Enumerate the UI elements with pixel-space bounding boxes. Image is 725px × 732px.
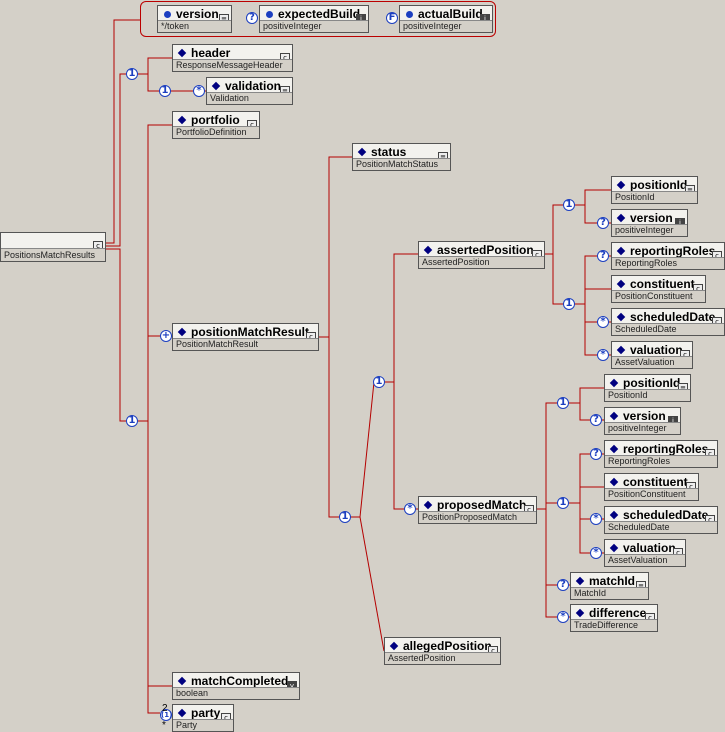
element-positionMatchResult[interactable]: positionMatchResult c PositionMatchResul… (172, 323, 319, 351)
optional-compositor[interactable]: ? (246, 12, 258, 24)
attr-expectedBuild-name: expectedBuild (278, 7, 361, 21)
element-icon (177, 677, 187, 686)
element-icon (423, 501, 433, 510)
repeat-compositor[interactable]: * (590, 547, 602, 559)
attr-actualBuild-type: positiveInteger (400, 20, 492, 32)
repeat-compositor[interactable]: * (404, 503, 416, 515)
element-icon (616, 313, 626, 322)
sequence-compositor[interactable]: 1 (126, 68, 138, 80)
attr-actualBuild-name: actualBuild (418, 7, 483, 21)
sequence-compositor[interactable]: 1 (126, 415, 138, 427)
element-proposedMatch[interactable]: proposedMatch c PositionProposedMatch (418, 496, 537, 524)
element-matchCompleted[interactable]: matchCompleted y boolean (172, 672, 300, 700)
sequence-compositor[interactable]: 1 (557, 497, 569, 509)
element-ap-scheduledDate[interactable]: scheduledDate c ScheduledDate (611, 308, 725, 336)
element-icon (609, 379, 619, 388)
element-icon (616, 346, 626, 355)
element-icon (609, 445, 619, 454)
attr-expectedBuild[interactable]: expectedBuild i positiveInteger (259, 5, 369, 33)
fixed-compositor[interactable]: F (386, 12, 398, 24)
element-allegedPosition[interactable]: allegedPosition c AssertedPosition (384, 637, 501, 665)
element-icon (609, 412, 619, 421)
element-portfolio[interactable]: portfolio c PortfolioDefinition (172, 111, 260, 139)
attribute-icon (164, 10, 171, 18)
repeat-compositor[interactable]: * (597, 316, 609, 328)
element-icon (616, 181, 626, 190)
element-icon (609, 511, 619, 520)
element-ap-constituent[interactable]: constituent c PositionConstituent (611, 275, 706, 303)
root-element[interactable]: c PositionsMatchResults (0, 232, 106, 262)
attr-version-type: */token (158, 20, 231, 32)
root-element-name: PositionsMatchResults (1, 248, 105, 261)
element-icon (616, 280, 626, 289)
element-pm-difference[interactable]: difference c TradeDifference (570, 604, 658, 632)
element-pm-reportingRoles[interactable]: reportingRoles c ReportingRoles (604, 440, 718, 468)
sequence-compositor[interactable]: 1 (557, 397, 569, 409)
element-icon (616, 247, 626, 256)
optional-compositor[interactable]: ? (597, 217, 609, 229)
element-icon (389, 642, 399, 651)
sequence-compositor[interactable]: 1 (563, 298, 575, 310)
element-icon (357, 148, 367, 157)
attr-version-name: version (176, 7, 219, 21)
plus-compositor[interactable]: + (160, 330, 172, 342)
element-status[interactable]: status ≡ PositionMatchStatus (352, 143, 451, 171)
element-icon (423, 246, 433, 255)
element-ap-reportingRoles[interactable]: reportingRoles c ReportingRoles (611, 242, 725, 270)
element-validation[interactable]: validation ≡ Validation (206, 77, 293, 105)
element-party[interactable]: party c Party (172, 704, 234, 732)
element-ap-positionId[interactable]: positionId ≡ PositionId (611, 176, 698, 204)
element-assertedPosition[interactable]: assertedPosition c AssertedPosition (418, 241, 545, 269)
element-pm-positionId[interactable]: positionId ≡ PositionId (604, 374, 691, 402)
element-icon (211, 82, 221, 91)
sequence-compositor[interactable]: 1 (339, 511, 351, 523)
element-icon (177, 709, 187, 718)
element-icon (177, 49, 187, 58)
element-ap-valuation[interactable]: valuation c AssetValuation (611, 341, 693, 369)
repeat-compositor[interactable]: * (193, 85, 205, 97)
sequence-compositor[interactable]: 1 (159, 85, 171, 97)
element-icon (609, 478, 619, 487)
element-pm-valuation[interactable]: valuation c AssetValuation (604, 539, 686, 567)
optional-compositor[interactable]: ? (597, 250, 609, 262)
repeat-compositor[interactable]: * (597, 349, 609, 361)
element-pm-version[interactable]: version i positiveInteger (604, 407, 681, 435)
optional-compositor[interactable]: ? (557, 579, 569, 591)
optional-compositor[interactable]: ? (590, 414, 602, 426)
element-icon (177, 116, 187, 125)
element-icon (609, 544, 619, 553)
element-pm-constituent[interactable]: constituent c PositionConstituent (604, 473, 699, 501)
party-min-occurs: 2 (162, 703, 168, 714)
element-pm-matchId[interactable]: matchId ≡ MatchId (570, 572, 649, 600)
attribute-group (140, 1, 496, 37)
attr-version[interactable]: version ≡ */token (157, 5, 232, 33)
element-icon (616, 214, 626, 223)
element-icon (575, 577, 585, 586)
repeat-compositor[interactable]: * (590, 513, 602, 525)
element-pm-scheduledDate[interactable]: scheduledDate c ScheduledDate (604, 506, 718, 534)
party-max-occurs: * (162, 720, 166, 731)
attr-expectedBuild-type: positiveInteger (260, 20, 368, 32)
element-header[interactable]: header c ResponseMessageHeader (172, 44, 293, 72)
optional-compositor[interactable]: ? (590, 448, 602, 460)
party-cardinality-compositor[interactable]: (1) (160, 709, 173, 721)
choice-compositor[interactable]: 1 (373, 376, 385, 388)
attribute-icon (266, 10, 273, 18)
element-icon (575, 609, 585, 618)
repeat-compositor[interactable]: * (557, 611, 569, 623)
sequence-compositor[interactable]: 1 (563, 199, 575, 211)
attr-actualBuild[interactable]: actualBuild i positiveInteger (399, 5, 493, 33)
attribute-icon (406, 10, 413, 18)
element-icon (177, 328, 187, 337)
element-ap-version[interactable]: version i positiveInteger (611, 209, 688, 237)
